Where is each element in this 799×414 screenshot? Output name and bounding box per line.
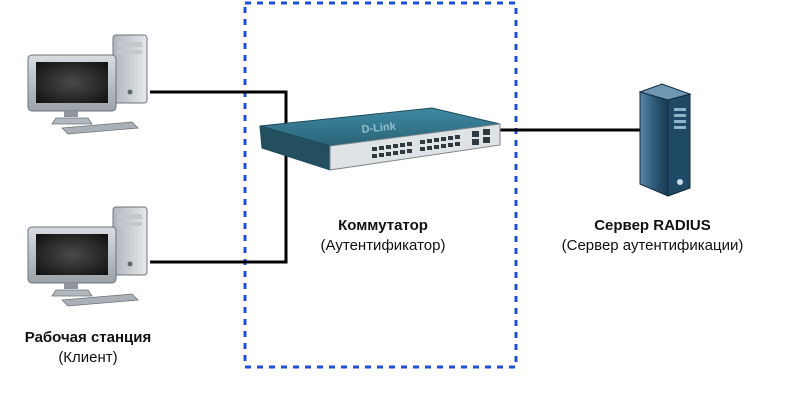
switch-title: Коммутатор: [338, 217, 428, 234]
server-subtitle: (Сервер аутентификации): [561, 237, 744, 254]
switch-brand-logo: D-Link: [361, 120, 397, 136]
switch-subtitle: (Аутентификатор): [320, 237, 446, 254]
server-icon: [638, 83, 692, 197]
switch-label: Коммутатор (Аутентификатор): [290, 216, 476, 256]
workstation-icon: [27, 34, 148, 135]
server-title: Сервер RADIUS: [594, 217, 711, 234]
workstation-icon: [27, 206, 148, 307]
link-workstation-2: [150, 155, 288, 264]
server-label: Сервер RADIUS (Сервер аутентификации): [530, 216, 775, 256]
switch-icon: D-Link: [259, 107, 501, 171]
workstation-title: Рабочая станция: [24, 329, 152, 346]
workstation-label: Рабочая станция (Клиент): [0, 328, 176, 368]
workstation-subtitle: (Клиент): [58, 349, 118, 366]
authenticator-boundary: [243, 1, 518, 369]
